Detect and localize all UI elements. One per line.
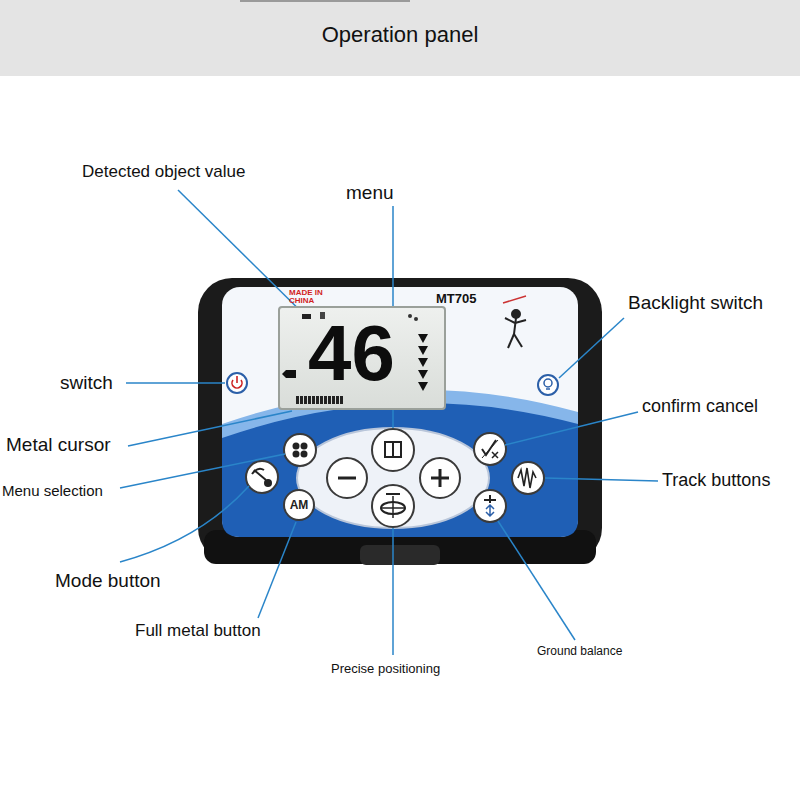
callout-label: Track buttons [662,470,770,491]
callout-label: Menu selection [2,482,103,499]
callout-label: switch [60,372,113,394]
model-name: MT705 [436,292,476,307]
callout-label: Mode button [55,570,161,592]
leader-lines [120,190,658,655]
detected-value: 46 [308,314,395,392]
button-label: AM [290,498,309,512]
callout-label: Detected object value [82,162,246,182]
faceplate [222,287,578,537]
header-band [0,0,800,76]
housing [198,278,602,562]
origin-mark: MADE IN CHINA [289,289,331,305]
lcd-screen: 46 [278,306,446,410]
callout-label: Precise positioning [331,662,440,677]
callout-label: Ground balance [537,645,622,659]
callout-label: confirm cancel [642,396,758,417]
callout-label: Metal cursor [6,434,111,456]
panel-title: Operation panel [0,22,800,48]
callout-label: Backlight switch [628,292,763,314]
callout-label: menu [346,182,394,204]
callout-label: Full metal button [135,621,261,641]
full-metal-button: AM [283,489,315,521]
